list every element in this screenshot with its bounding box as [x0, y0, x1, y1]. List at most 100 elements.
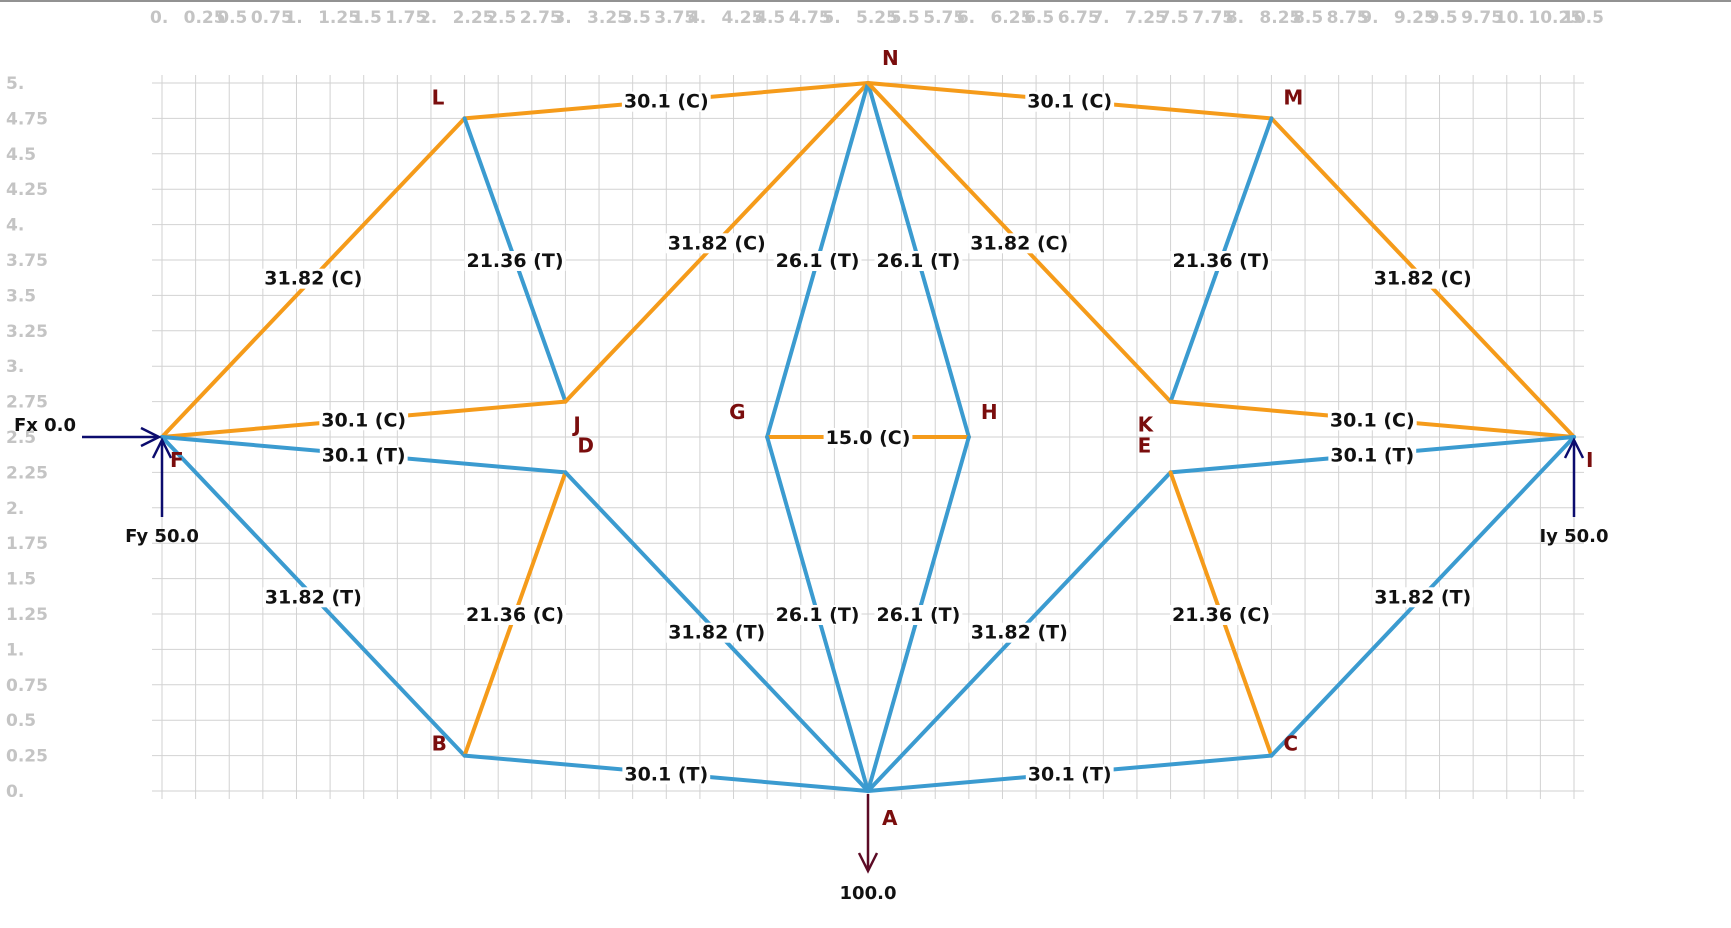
- x-tick-label: 8.25: [1259, 8, 1301, 28]
- member-force-labels: 31.82 (C) 30.1 (C) 30.1 (C) 31.82 (C) 21.36 …: [262, 91, 1474, 785]
- y-tick-label: 4.: [6, 216, 24, 236]
- force-arrows: Fx 0.0 Fy 50.0 Iy 50.0 100.0: [14, 415, 1609, 904]
- force-value-label: Fx 0.0: [14, 415, 76, 436]
- y-tick-label: 1.5: [6, 570, 36, 590]
- member-label-nm: 30.1 (C): [1025, 91, 1115, 113]
- node-label-m: M: [1283, 85, 1303, 109]
- y-tick-label: 1.25: [6, 605, 48, 625]
- member-label-background: [968, 233, 1071, 254]
- x-tick-label: 8.: [1226, 8, 1244, 28]
- y-tick-label: 3.75: [6, 251, 48, 271]
- x-tick-label: 1.: [284, 8, 302, 28]
- member-label-background: [319, 410, 409, 431]
- x-tick-label: 3.: [553, 8, 571, 28]
- y-tick-label: 3.25: [6, 322, 48, 342]
- arrowhead-icon: [140, 426, 162, 448]
- y-tick-label: 2.5: [6, 428, 36, 448]
- node-label-f: F: [170, 448, 184, 472]
- force-value-label: Iy 50.0: [1539, 526, 1608, 547]
- member-label-background: [621, 91, 711, 112]
- x-tick-label: 2.75: [520, 8, 562, 28]
- member-label-ci: 31.82 (T): [1372, 586, 1474, 608]
- x-tick-label: 6.5: [1024, 8, 1054, 28]
- x-tick-label: 7.75: [1192, 8, 1234, 28]
- x-tick-label: 6.25: [990, 8, 1032, 28]
- member-label-fl: 31.82 (C): [262, 268, 365, 290]
- member-label-background: [262, 587, 364, 608]
- member-label-background: [1328, 445, 1417, 466]
- force-arrow-fy: Fy 50.0: [125, 437, 199, 547]
- member-label-background: [1025, 91, 1115, 112]
- force-arrow-fx: Fx 0.0: [14, 415, 162, 448]
- x-tick-label: 9.75: [1461, 8, 1503, 28]
- arrowhead-icon: [857, 852, 879, 874]
- member-label-ng: 26.1 (T): [773, 250, 862, 272]
- member-label-ln: 30.1 (C): [621, 91, 711, 113]
- member-label-background: [1372, 587, 1474, 608]
- x-tick-label: 1.75: [385, 8, 427, 28]
- member-force-value: 30.1 (C): [624, 91, 709, 113]
- member-force-value: 26.1 (T): [776, 250, 860, 272]
- member-label-jn: 31.82 (C): [665, 232, 768, 254]
- member-label-background: [319, 445, 408, 466]
- member-force-value: 31.82 (C): [970, 232, 1068, 254]
- member-label-background: [823, 428, 913, 448]
- member-force-value: 31.82 (T): [971, 622, 1068, 644]
- x-tick-label: 9.25: [1394, 8, 1436, 28]
- x-tick-label: 10.5: [1562, 8, 1604, 28]
- member-label-mk: 21.36 (T): [1170, 250, 1272, 272]
- force-value-label: 100.0: [840, 883, 897, 904]
- y-tick-label: 5.: [6, 74, 24, 94]
- member-label-background: [1170, 251, 1272, 271]
- node-label-c: C: [1283, 732, 1298, 756]
- member-label-ha: 26.1 (T): [874, 604, 963, 626]
- x-tick-label: 6.: [957, 8, 975, 28]
- member-force-value: 21.36 (T): [466, 250, 563, 272]
- x-tick-label: 0.5: [217, 8, 247, 28]
- x-tick-label: 3.25: [587, 8, 629, 28]
- y-tick-label: 1.: [6, 640, 24, 660]
- x-tick-label: 3.75: [654, 8, 696, 28]
- member-force-value: 21.36 (C): [466, 604, 564, 626]
- y-tick-label: 3.5: [6, 286, 36, 306]
- member-label-background: [262, 268, 365, 289]
- y-tick-label: 4.25: [6, 180, 48, 200]
- y-tick-label: 2.: [6, 499, 24, 519]
- y-tick-label: 2.75: [6, 393, 48, 413]
- node-label-b: B: [432, 732, 447, 756]
- node-label-d: D: [577, 433, 594, 457]
- x-tick-label: 9.: [1360, 8, 1378, 28]
- x-tick-label: 2.: [419, 8, 437, 28]
- x-tick-label: 4.5: [755, 8, 785, 28]
- node-label-k: K: [1138, 413, 1155, 437]
- x-tick-label: 5.75: [923, 8, 965, 28]
- node-label-i: I: [1586, 448, 1593, 472]
- x-tick-label: 9.5: [1428, 8, 1458, 28]
- y-tick-label: 2.25: [6, 463, 48, 483]
- x-tick-label: 7.: [1091, 8, 1109, 28]
- member-force-value: 31.82 (C): [264, 268, 362, 290]
- x-tick-label: 2.25: [453, 8, 495, 28]
- x-tick-label: 4.75: [789, 8, 831, 28]
- member-label-da: 31.82 (T): [666, 622, 768, 644]
- member-force-value: 21.36 (C): [1172, 604, 1270, 626]
- member-label-background: [464, 251, 566, 271]
- member-label-lj: 21.36 (T): [464, 250, 566, 272]
- node-label-n: N: [882, 46, 899, 70]
- x-tick-label: 8.75: [1327, 8, 1369, 28]
- member-label-fd: 30.1 (T): [319, 445, 408, 467]
- member-force-value: 21.36 (T): [1172, 250, 1269, 272]
- member-force-value: 31.82 (T): [668, 622, 765, 644]
- x-tick-label: 2.5: [486, 8, 516, 28]
- x-tick-label: 0.75: [251, 8, 293, 28]
- force-arrow-100-0: 100.0: [840, 794, 897, 904]
- x-tick-label: 6.75: [1058, 8, 1100, 28]
- y-tick-label: 4.5: [6, 145, 36, 165]
- node-label-l: L: [432, 85, 445, 109]
- member-label-background: [1371, 268, 1474, 289]
- member-label-ac: 30.1 (T): [1025, 763, 1114, 785]
- member-label-background: [463, 605, 567, 625]
